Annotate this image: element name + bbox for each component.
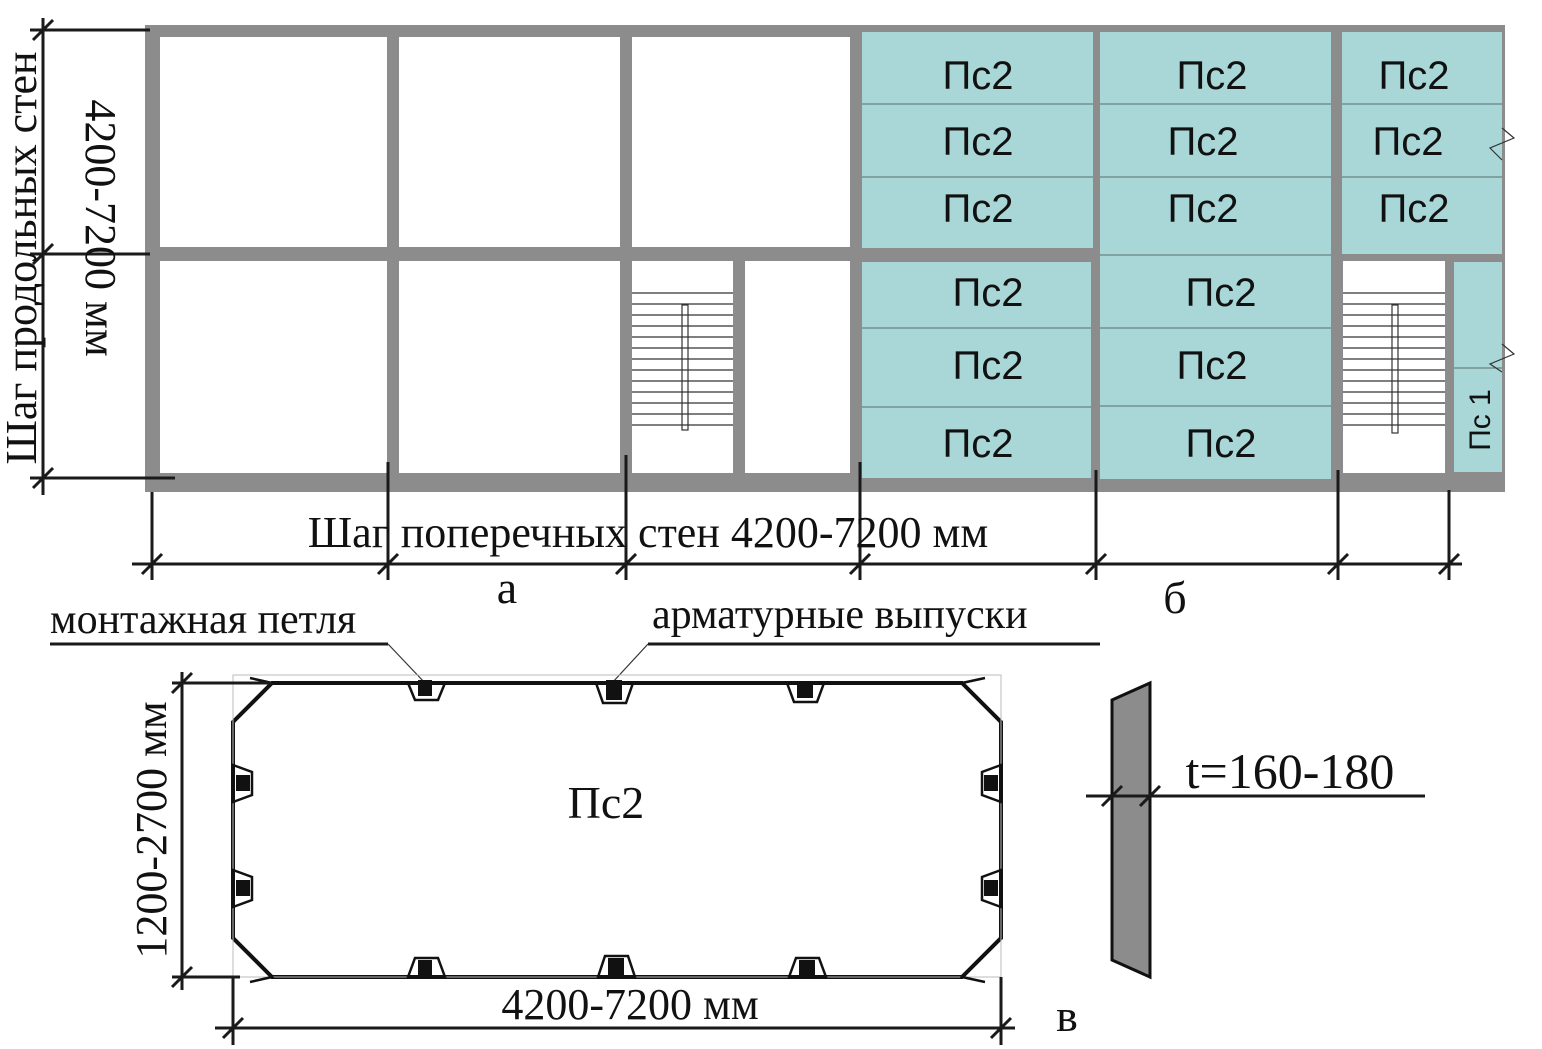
panel-label: Пс2 <box>1168 187 1239 231</box>
room <box>399 37 620 247</box>
vertical-dimension-label: Шаг продольных стен <box>0 51 46 464</box>
panel-outline <box>231 681 1003 979</box>
panel-label: Пс2 <box>1379 54 1450 98</box>
height-dimension-label: 1200-2700 мм <box>127 701 176 958</box>
room <box>745 261 850 473</box>
panel-label: Пс2 <box>1177 54 1248 98</box>
panel-label: Пс2 <box>1186 422 1257 466</box>
panel-label: Пс2 <box>1373 120 1444 164</box>
stair-left <box>632 292 733 431</box>
panel-label: Пс2 <box>1379 187 1450 231</box>
vertical-dimension <box>30 18 175 495</box>
room <box>160 261 387 473</box>
room <box>632 37 850 247</box>
panel-labels: Пс2 Пс2 Пс2 Пс2 Пс2 Пс2 Пс2 Пс2 Пс2 Пс2 … <box>943 54 1498 466</box>
panel-detail: монтажная петля арматурные выпуски <box>50 592 1425 1045</box>
callout-leader <box>387 643 426 684</box>
width-dimension-label: 4200-7200 мм <box>501 980 758 1029</box>
rebar-loops-bottom <box>406 954 828 979</box>
room <box>399 261 620 473</box>
panel-label: Пс2 <box>943 120 1014 164</box>
rebar-loops-top <box>406 680 826 705</box>
stair-right <box>1343 292 1445 434</box>
panel-label: Пс2 <box>1186 271 1257 315</box>
panel-label: Пс2 <box>943 422 1014 466</box>
panel-seams <box>862 103 1502 408</box>
panel-label: Пс2 <box>1177 344 1248 388</box>
thickness-dimension <box>1086 784 1425 808</box>
horizontal-dimension <box>132 455 1462 580</box>
rebar-loops-sides <box>231 763 1003 909</box>
panel-label-narrow: Пс 1 <box>1464 389 1497 451</box>
panel-label: Пс2 <box>943 54 1014 98</box>
slab-panel-group <box>1342 32 1502 254</box>
panel-label: Пс2 <box>943 187 1014 231</box>
vertical-dimension-value: 4200-7200 мм <box>76 99 125 356</box>
floor-plan: Пс2 Пс2 Пс2 Пс2 Пс2 Пс2 Пс2 Пс2 Пс2 Пс2 … <box>0 18 1516 623</box>
view-label-a: а <box>497 562 517 613</box>
slab-panel-group <box>862 262 1091 478</box>
callout-leader <box>611 643 649 684</box>
break-mark <box>1488 127 1516 161</box>
panel-name: Пс2 <box>568 777 645 828</box>
view-label-v: в <box>1056 990 1078 1041</box>
panel-label: Пс2 <box>1168 120 1239 164</box>
callout-mounting-loop: монтажная петля <box>50 597 356 643</box>
panel-section <box>1110 680 1152 980</box>
break-mark <box>1488 343 1516 373</box>
thickness-label: t=160-180 <box>1186 743 1395 799</box>
width-dimension <box>215 977 1015 1045</box>
slab-panel-group <box>862 32 1093 248</box>
view-label-b: б <box>1163 572 1186 623</box>
stair-room <box>1343 261 1445 473</box>
room <box>160 37 387 247</box>
height-dimension <box>170 671 272 990</box>
panel-label: Пс2 <box>953 344 1024 388</box>
panel-label: Пс2 <box>953 271 1024 315</box>
horizontal-dimension-label: Шаг поперечных стен 4200-7200 мм <box>308 508 988 557</box>
callout-rebar: арматурные выпуски <box>652 592 1028 638</box>
corner-ties <box>249 676 986 984</box>
